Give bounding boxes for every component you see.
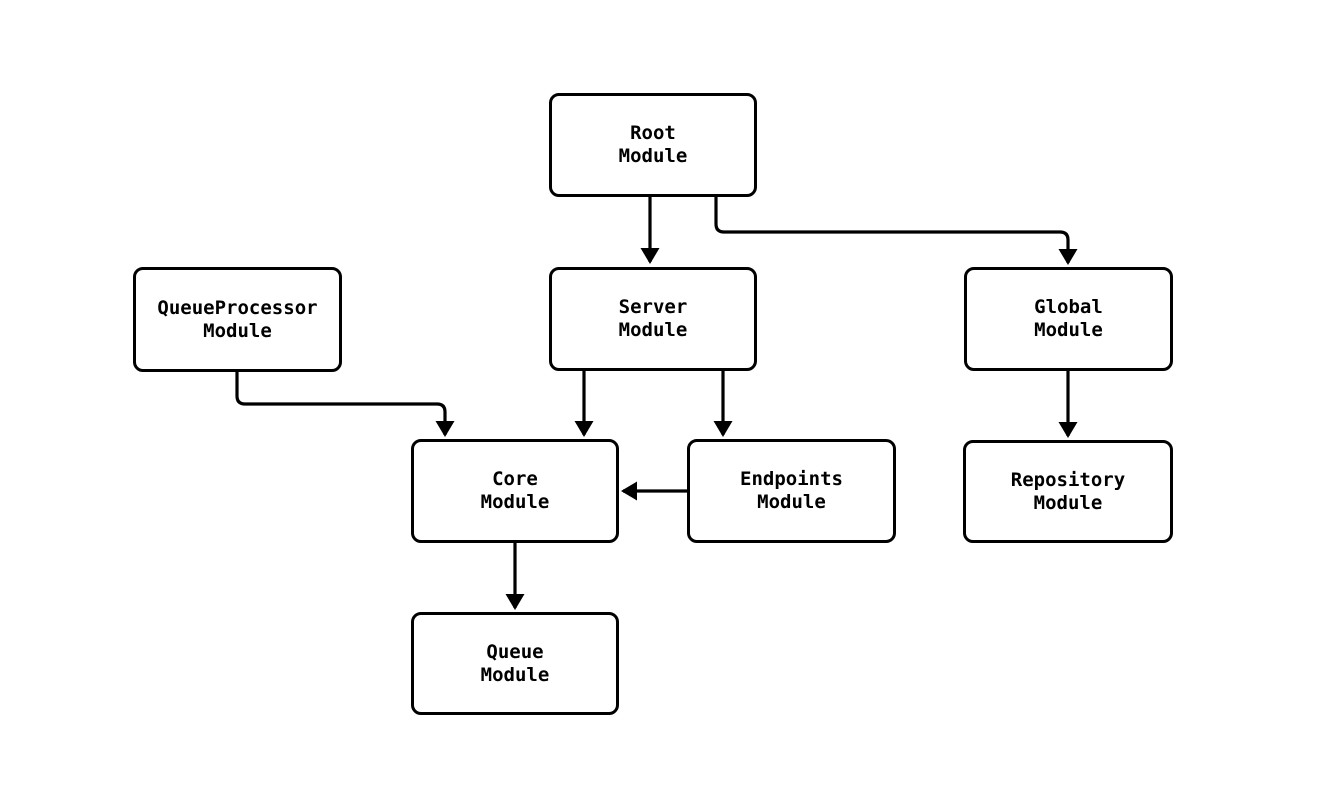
edge-queueprocessor-to-core: [235, 372, 455, 437]
node-label-line: Endpoints: [740, 468, 843, 490]
node-label-line: Module: [1033, 491, 1103, 514]
node-label-line: Module: [618, 319, 688, 341]
node-label-line: QueueProcessor: [157, 296, 318, 319]
node-label-line: Module: [757, 491, 826, 513]
node-label-line: Root: [630, 122, 676, 144]
node-label-line: Module: [480, 663, 550, 686]
node-label-line: Global: [1034, 296, 1103, 318]
node-label-line: Core: [492, 468, 538, 490]
node-label-line: Server: [618, 296, 688, 318]
node-label-line: Module: [480, 491, 550, 513]
node-label-line: Module: [618, 145, 688, 167]
node-label-line: Module: [1034, 319, 1103, 341]
node-label-line: Module: [203, 319, 272, 342]
edge-root-to-global: [714, 197, 1078, 265]
node-label-line: Repository: [1010, 468, 1126, 491]
edge-group: [235, 197, 1078, 610]
node-label-line: Queue: [486, 640, 544, 663]
